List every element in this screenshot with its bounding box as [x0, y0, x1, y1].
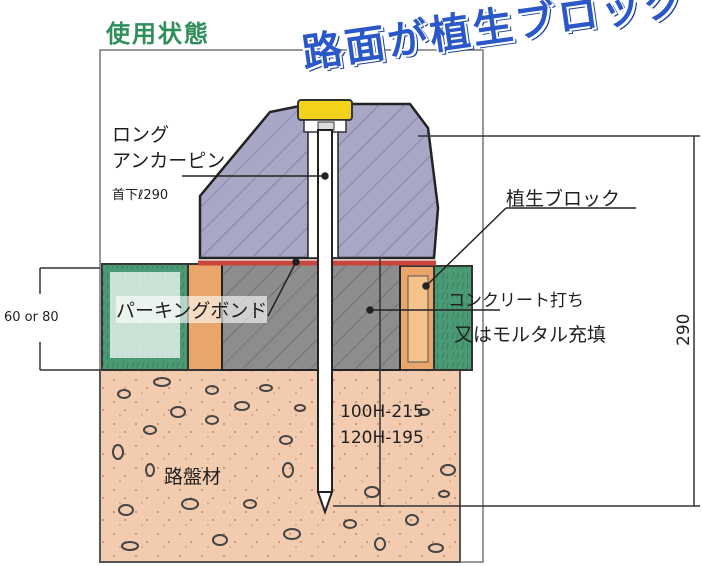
dimension-right-label: 290: [674, 313, 694, 346]
depth-label-120h: 120H-195: [340, 428, 424, 448]
road-base-label: 路盤材: [164, 466, 222, 488]
depth-label-100h: 100H-215: [340, 402, 424, 422]
pin-cap: [297, 99, 353, 133]
depth-indicator: [333, 257, 384, 507]
road-base-layer: [99, 369, 461, 563]
anchor-label-line1: ロング: [112, 124, 170, 146]
anchor-label-line2: アンカーピン: [112, 150, 226, 172]
dimension-lines: [39, 135, 700, 507]
leader-lines: [182, 172, 636, 317]
grass-right: [433, 265, 473, 371]
concrete-block: [221, 263, 401, 371]
concrete-label-line1: コンクリート打ち: [448, 291, 584, 311]
vegetation-block-label: 植生ブロック: [506, 188, 621, 210]
anchor-pin: [316, 129, 334, 516]
parking-bond-label: パーキングボンド: [116, 296, 268, 323]
anchor-length-label: 首下ℓ290: [112, 188, 169, 203]
dimension-left-label: 60 or 80: [4, 310, 59, 325]
concrete-label-line2: 又はモルタル充填: [454, 324, 607, 346]
page-title: 使用状態: [106, 20, 210, 48]
